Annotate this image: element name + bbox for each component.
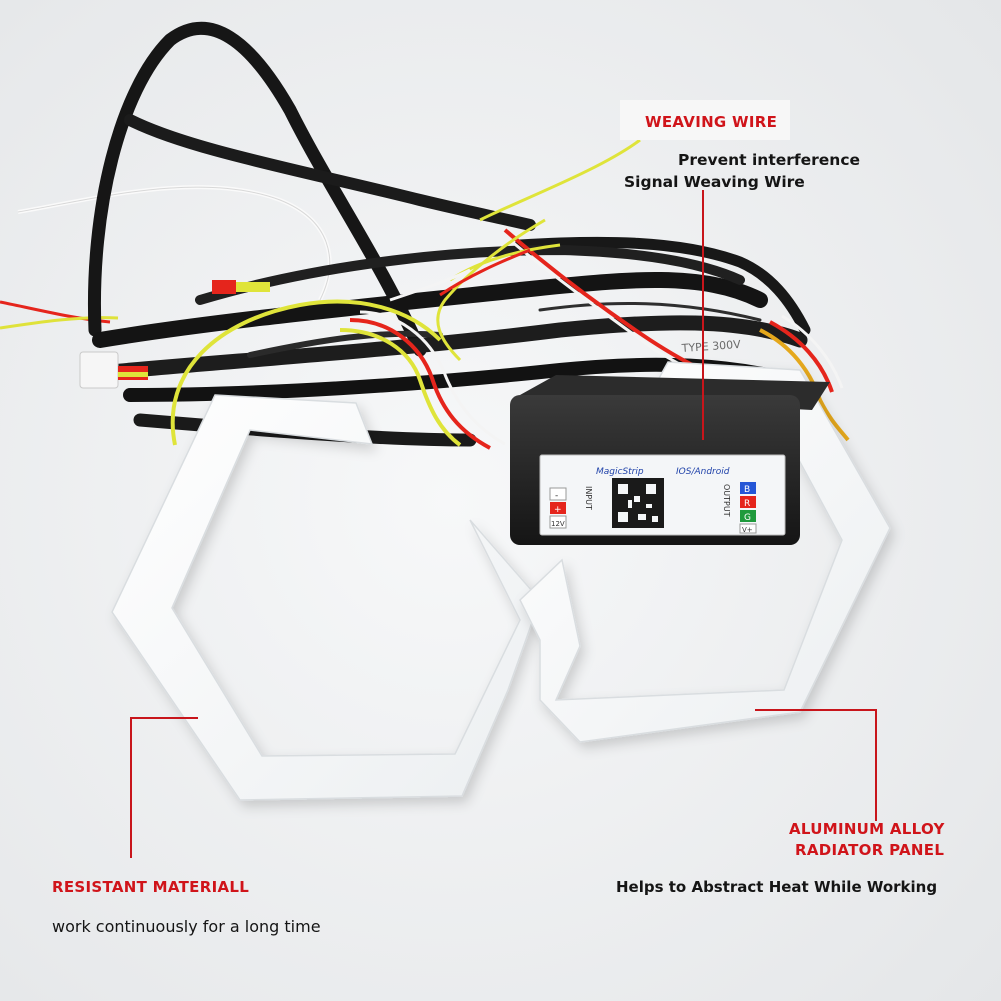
input-pin-plus: + <box>554 505 562 515</box>
resistant-material-title: RESISTANT MATERIALL <box>52 878 250 896</box>
resistant-callout-line-h <box>130 717 198 719</box>
input-label: INPUT <box>584 486 593 510</box>
output-pins <box>739 482 757 534</box>
controller-box: MagicStrip IOS/Android INPUT OUTPUT B R … <box>510 375 830 545</box>
weaving-wire-line2: Signal Weaving Wire <box>624 173 805 191</box>
weaving-callout-bg <box>620 100 790 140</box>
input-pin-12v: 12V <box>551 520 565 528</box>
left-connector <box>79 280 270 389</box>
signal-wires <box>170 138 850 450</box>
controller-platform: IOS/Android <box>676 467 730 477</box>
resistant-material-desc: work continuously for a long time <box>52 917 321 936</box>
aluminum-callout-line-v <box>875 709 877 821</box>
controller-brand: MagicStrip <box>596 467 644 477</box>
output-pin-r: R <box>744 499 750 509</box>
input-pin-minus: - <box>555 491 558 501</box>
weaving-callout-line <box>702 190 704 440</box>
aluminum-callout-line-h <box>755 709 877 711</box>
weaving-wire-title: WEAVING WIRE <box>645 113 778 131</box>
cable-print: TYPE 300V <box>680 338 741 355</box>
input-pins <box>549 487 567 529</box>
hexagon-ring-left <box>111 394 541 801</box>
weaving-wire-line1: Prevent interference <box>678 151 861 169</box>
resistant-callout-line-v <box>130 718 132 858</box>
output-pin-b: B <box>744 485 750 495</box>
output-pin-g: G <box>744 513 751 523</box>
output-label: OUTPUT <box>722 484 731 517</box>
aluminum-desc: Helps to Abstract Heat While Working <box>616 878 938 896</box>
output-pin-vplus: V+ <box>742 526 753 534</box>
aluminum-title-line1: ALUMINUM ALLOY <box>789 820 945 838</box>
aluminum-title-line2: RADIATOR PANEL <box>795 841 945 859</box>
